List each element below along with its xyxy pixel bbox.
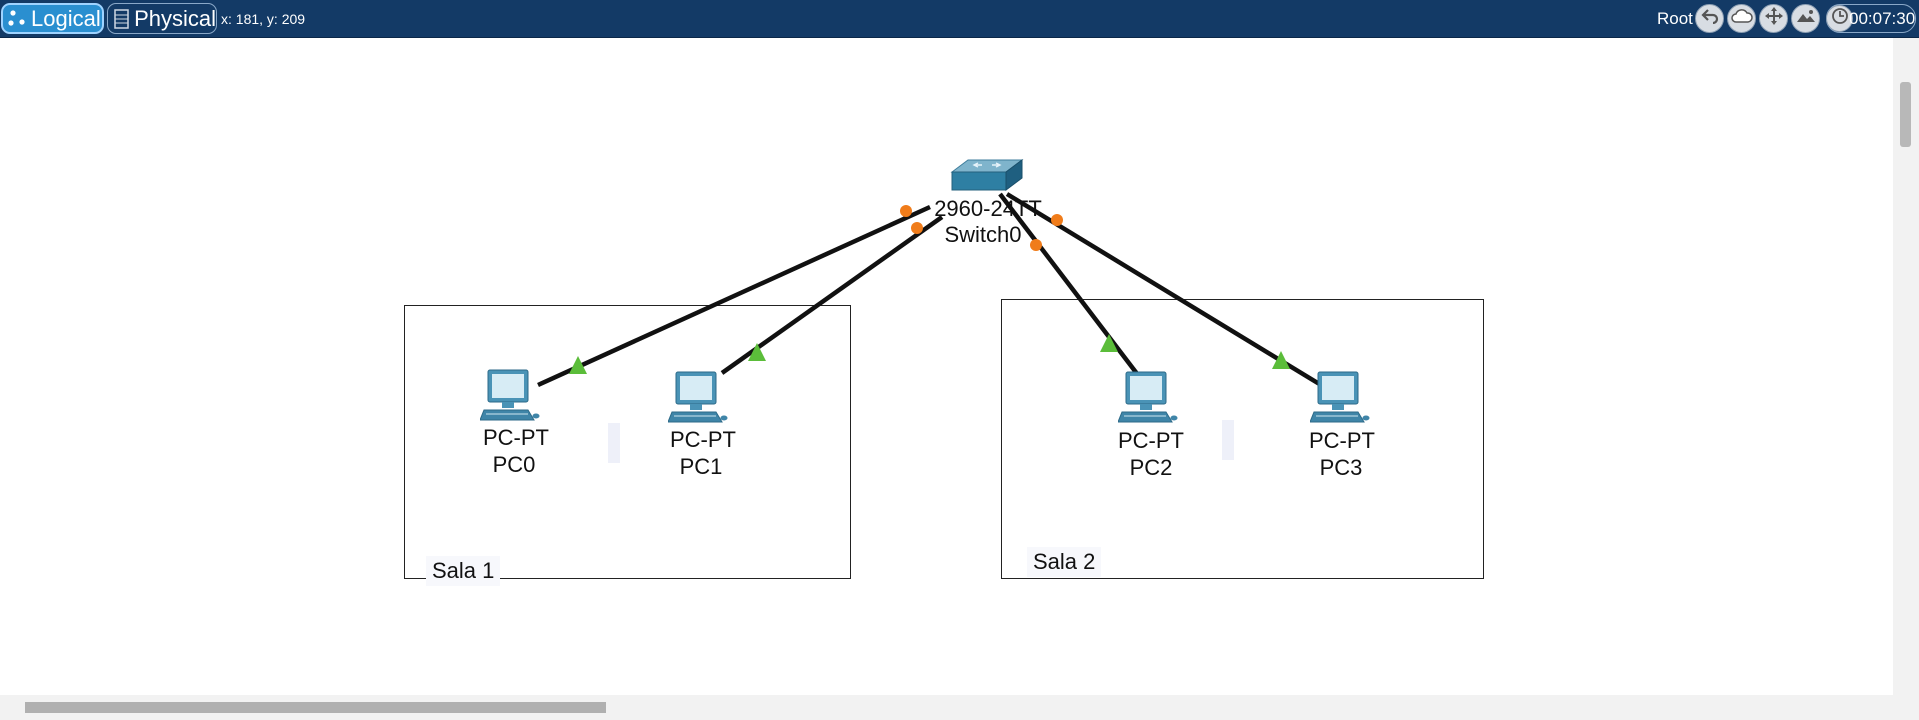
pc3[interactable] xyxy=(1309,370,1370,426)
switch-icon xyxy=(944,159,1024,200)
vertical-scrollbar[interactable] xyxy=(1893,38,1919,695)
pc-icon xyxy=(667,371,728,430)
pc2-name: PC2 xyxy=(1129,455,1173,480)
logical-workspace[interactable] xyxy=(0,38,1892,695)
clock-icon xyxy=(1831,7,1849,30)
logical-tab[interactable]: Logical xyxy=(1,3,104,34)
pc-icon xyxy=(1117,371,1178,430)
pc3-name: PC3 xyxy=(1319,455,1363,480)
logical-network-icon xyxy=(8,8,28,30)
set-background-button[interactable] xyxy=(1791,4,1820,33)
landscape-icon xyxy=(1796,8,1816,29)
vertical-scrollbar-thumb[interactable] xyxy=(1900,82,1911,147)
move-icon xyxy=(1764,6,1784,31)
pc-icon xyxy=(479,369,540,428)
cloud-icon xyxy=(1730,8,1753,29)
switch0-name: Switch0 xyxy=(944,222,1022,247)
pc0-model: PC-PT xyxy=(483,425,549,450)
switch0[interactable] xyxy=(944,156,1024,196)
room-label-sala-2: Sala 2 xyxy=(1027,547,1102,577)
pc3-model: PC-PT xyxy=(1309,428,1375,453)
pc2[interactable] xyxy=(1117,370,1178,426)
divider-mark xyxy=(1222,420,1234,460)
switch0-model: 2960-24TT xyxy=(934,196,1042,221)
room-label-sala-1: Sala 1 xyxy=(426,556,501,586)
room-sala-2[interactable] xyxy=(1001,299,1484,579)
viewport-button[interactable] xyxy=(1826,5,1853,32)
top-toolbar: Logical Physical x: 181, y: 209 Root xyxy=(0,0,1919,38)
pc1-model: PC-PT xyxy=(670,427,736,452)
back-button[interactable] xyxy=(1695,4,1724,33)
simulation-time: 00:07:30 xyxy=(1849,9,1916,28)
horizontal-scrollbar-thumb[interactable] xyxy=(25,702,606,713)
back-icon xyxy=(1700,8,1719,29)
physical-tab-label: Physical xyxy=(134,5,216,31)
root-label: Root xyxy=(1657,9,1693,28)
pc1[interactable] xyxy=(667,370,728,426)
physical-tab[interactable]: Physical xyxy=(107,3,217,34)
logical-tab-label: Logical xyxy=(31,5,101,31)
pc0[interactable] xyxy=(479,368,540,424)
cluster-button[interactable] xyxy=(1727,4,1756,33)
pc-icon xyxy=(1309,371,1370,430)
pc1-name: PC1 xyxy=(679,454,723,479)
divider-mark xyxy=(608,423,620,463)
pc0-name: PC0 xyxy=(492,452,536,477)
move-object-button[interactable] xyxy=(1759,4,1788,33)
pc2-model: PC-PT xyxy=(1118,428,1184,453)
cursor-coordinates: x: 181, y: 209 xyxy=(221,11,306,27)
physical-rack-icon xyxy=(113,8,131,30)
